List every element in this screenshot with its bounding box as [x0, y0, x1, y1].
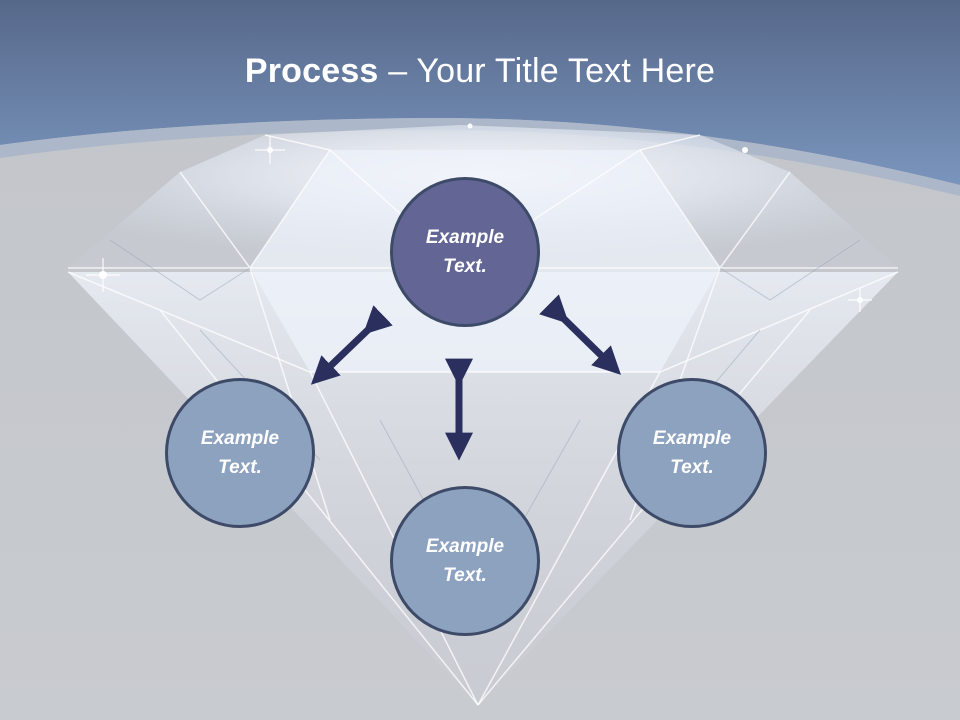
process-node-center: Example Text. [390, 177, 540, 327]
double-arrow-icon-left [310, 305, 393, 385]
node-bottom-text: Example Text. [425, 536, 505, 586]
process-node-bottom: Example Text. [390, 486, 540, 636]
node-left-text: Example Text. [200, 428, 280, 478]
process-node-left: Example Text. [165, 378, 315, 528]
node-center-text: Example Text. [425, 227, 505, 277]
process-node-right: Example Text. [617, 378, 767, 528]
node-right-text: Example Text. [652, 428, 732, 478]
title-rest: – Your Title Text Here [378, 52, 716, 90]
title-bold: Process [244, 52, 379, 90]
double-arrow-icon-right [539, 294, 621, 375]
slide-title: Process – Your Title Text Here [0, 52, 960, 91]
